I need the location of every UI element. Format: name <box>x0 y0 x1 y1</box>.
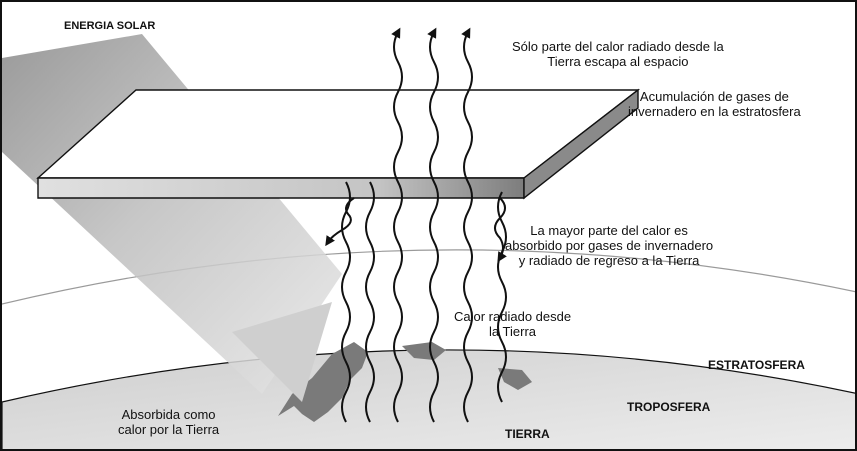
heat-wave-arrow <box>365 181 375 423</box>
land-mass <box>498 368 532 390</box>
gas-layer-front <box>37 177 525 199</box>
heat-wave-arrow <box>427 27 439 423</box>
atmosphere-boundary <box>2 249 855 305</box>
label-troposphere: TROPOSFERA <box>627 400 711 414</box>
gas-layer-side <box>523 88 639 200</box>
solar-beam <box>2 34 342 394</box>
land-mass <box>402 342 446 360</box>
diagram-title: ENERGIA SOLAR <box>64 20 156 32</box>
solar-beam-tip <box>232 302 332 402</box>
reradiated-arrow <box>494 197 507 263</box>
heat-wave-arrow <box>497 191 507 403</box>
label-earth: TIERRA <box>505 427 550 441</box>
reradiated-arrow <box>325 197 355 247</box>
heat-wave-arrow <box>391 27 403 423</box>
heat-wave-arrow <box>341 181 351 423</box>
label-stratosphere: ESTRATOSFERA <box>708 358 805 372</box>
heat-wave-arrow <box>461 27 473 423</box>
